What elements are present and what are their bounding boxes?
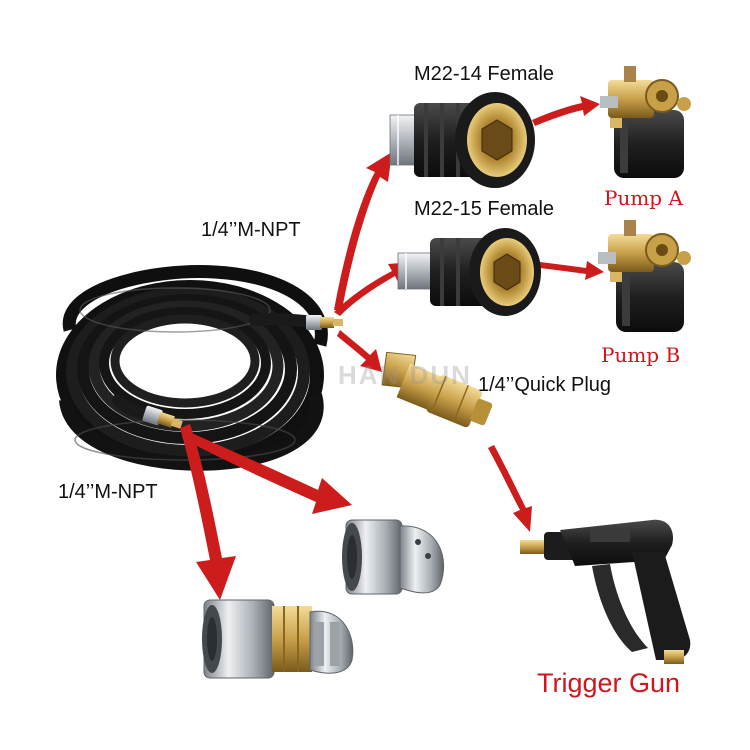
hose-end-fitting-lower <box>142 405 183 429</box>
pump-a-image <box>600 66 691 178</box>
label-m22-15: M22-15 Female <box>414 198 555 220</box>
button-nozzle <box>342 519 445 595</box>
label-npt-lower: 1/4’’M-NPT <box>58 481 158 503</box>
label-npt-upper: 1/4’’M-NPT <box>201 219 301 241</box>
label-pump-a: Pump A <box>604 186 683 210</box>
pump-b-image <box>598 220 691 332</box>
label-pump-b: Pump B <box>601 343 681 367</box>
hose-end-fitting-upper <box>306 315 343 330</box>
watermark-text: HAN DUN <box>338 360 472 390</box>
m22-15-coupler <box>397 228 541 316</box>
quick-plug <box>381 351 493 428</box>
swivel-nozzle <box>202 599 354 679</box>
arrows <box>180 96 604 600</box>
trigger-gun-image <box>520 519 691 664</box>
label-m22-14: M22-14 Female <box>414 63 555 85</box>
label-quick-plug: 1/4’’Quick Plug <box>478 374 612 396</box>
label-trigger-gun: Trigger Gun <box>537 668 681 698</box>
m22-14-coupler <box>389 92 535 188</box>
